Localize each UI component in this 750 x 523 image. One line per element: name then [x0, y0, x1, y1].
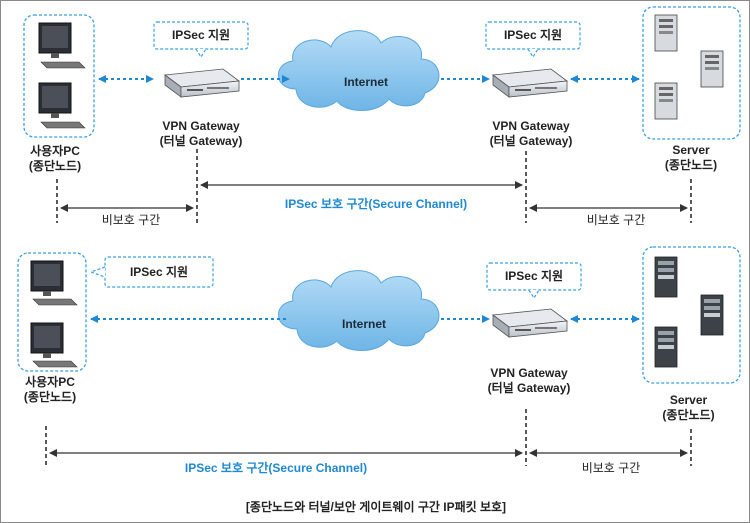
top-right-gw-label: VPN Gateway — [492, 119, 570, 133]
bottom-gw-label: VPN Gateway — [490, 366, 568, 380]
top-left-gw-label: VPN Gateway — [162, 119, 240, 133]
desktop-pc-icon — [38, 82, 86, 129]
top-left-span-label: 비보호 구간 — [101, 213, 161, 227]
server-icon — [654, 82, 678, 120]
top-pc-sub: (종단노드) — [28, 159, 82, 173]
bottom-gw-callout: IPSec 지원 — [504, 269, 564, 283]
desktop-pc-icon — [30, 260, 78, 306]
bottom-vpn-gateway-icon — [491, 308, 569, 338]
top-pc-panel — [23, 14, 95, 138]
bottom-pc-panel — [17, 252, 87, 372]
desktop-pc-icon — [38, 22, 86, 69]
bottom-pc-callout-box — [104, 256, 214, 288]
desktop-pc-icon — [30, 322, 78, 368]
server-icon — [654, 256, 678, 298]
server-icon — [700, 50, 724, 88]
top-mid-span-label: IPSec 보호 구간(Secure Channel) — [284, 197, 468, 211]
top-left-vpn-gateway-icon — [163, 68, 241, 98]
server-icon — [654, 326, 678, 368]
figure-caption: [종단노드와 터널/보안 게이트웨이 구간 IP패킷 보호] — [245, 500, 507, 514]
top-right-vpn-gateway-icon — [491, 68, 569, 98]
bottom-mid-span-label: IPSec 보호 구간(Secure Channel) — [184, 461, 368, 475]
bottom-cloud-label: Internet — [341, 317, 386, 331]
bottom-pc-sub: (종단노드) — [23, 390, 77, 404]
bottom-right-span-label: 비보호 구간 — [581, 461, 641, 475]
bottom-pc-callout: IPSec 지원 — [129, 265, 189, 279]
bottom-gw-sub: (터널 Gateway) — [487, 381, 571, 395]
top-pc-label: 사용자PC — [30, 144, 80, 158]
bottom-server-label: Server — [669, 393, 708, 407]
top-left-gw-sub: (터널 Gateway) — [159, 134, 243, 148]
top-server-label: Server — [672, 143, 710, 157]
top-cloud-label: Internet — [343, 75, 388, 89]
top-left-gw-callout: IPSec 지원 — [171, 28, 231, 42]
bottom-pc-label: 사용자PC — [25, 375, 75, 389]
bottom-internet-cloud — [278, 270, 440, 351]
top-right-span-label: 비보호 구간 — [586, 213, 646, 227]
top-internet-cloud — [277, 30, 440, 111]
bottom-server-panel — [642, 246, 741, 384]
bottom-server-sub: (종단노드) — [662, 408, 715, 422]
server-icon — [700, 294, 724, 336]
top-server-sub: (종단노드) — [664, 158, 718, 172]
top-right-gw-sub: (터널 Gateway) — [489, 134, 573, 148]
server-icon — [654, 14, 678, 52]
top-right-gw-callout: IPSec 지원 — [503, 28, 563, 42]
